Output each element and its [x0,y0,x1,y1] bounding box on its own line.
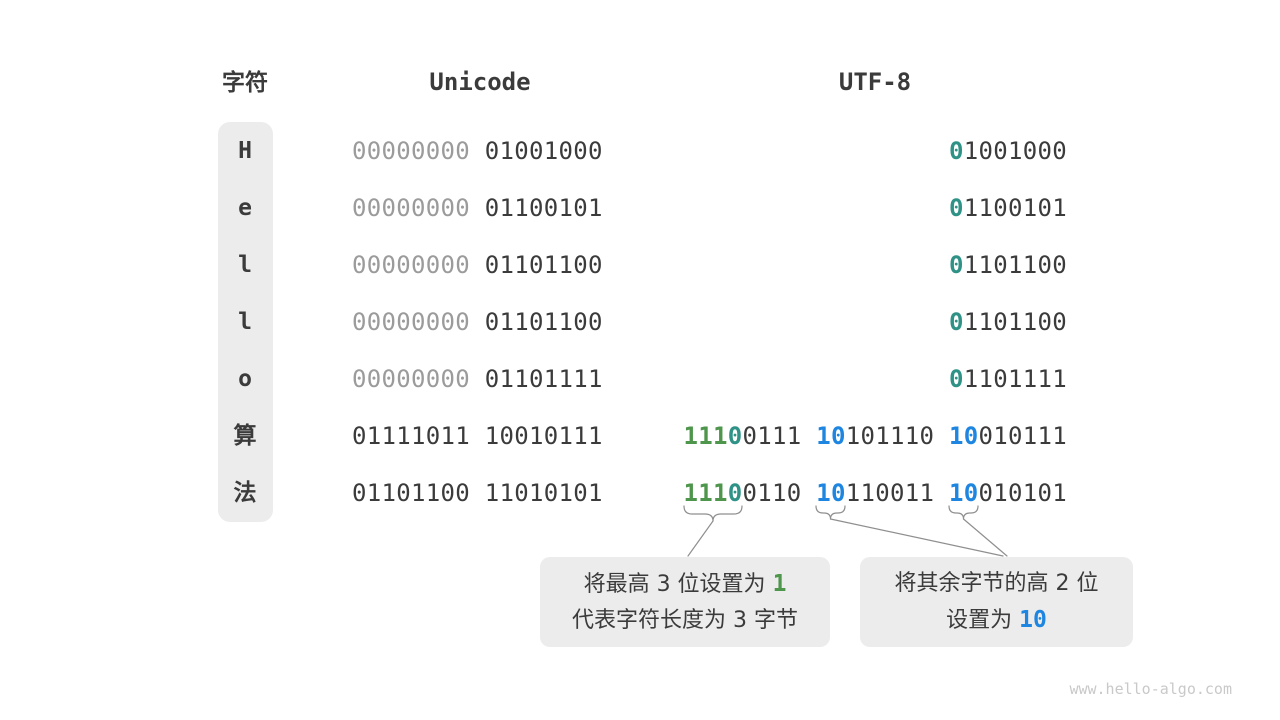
callout-highlight-bits: 1 [772,570,787,597]
column-header-utf8: UTF-8 [838,68,912,96]
bit-segment: 1101111 [963,365,1067,393]
callout-text: 设置为 [946,607,1020,633]
bit-segment: 1001000 [963,137,1067,165]
bit-segment: 00000000 [352,137,470,165]
underbrace-leading-bits [683,505,743,522]
bit-segment: 0 [727,479,743,507]
bit-segment: 1100101 [963,194,1067,222]
bit-segment: 01101111 [484,365,603,393]
character-cell: e [238,195,252,221]
bit-segment: 1101100 [963,308,1067,336]
bit-segment: 0 [949,251,964,279]
utf8-binary-cell: 11100111 10101110 10010111 [684,422,1068,450]
bit-segment: 01101100 [484,308,603,336]
bit-segment: 01111011 [352,422,470,450]
underbrace-continuation-bits-byte2 [815,505,846,520]
character-cell: o [238,366,252,392]
callout-text-line: 代表字符长度为 3 字节 [572,603,798,639]
unicode-binary-cell: 00000000 01101111 [352,365,603,393]
bit-segment: 00000000 [352,194,470,222]
bit-segment: 0110 [742,479,802,507]
bit-segment: 111 [683,422,728,450]
leader-line-continuation-byte3 [962,518,1008,557]
unicode-binary-cell: 00000000 01101100 [352,308,603,336]
character-cell: 算 [233,423,257,449]
bit-segment: 01100101 [484,194,603,222]
character-cell: 法 [233,480,257,506]
utf8-binary-cell: 01001000 [949,137,1067,165]
bit-segment: 010101 [978,479,1067,507]
watermark: www.hello-algo.com [1069,680,1232,698]
bit-segment: 11010101 [484,479,603,507]
utf8-binary-cell: 01101100 [949,251,1067,279]
callout-text-line: 将最高 3 位设置为 1 [584,566,787,603]
unicode-binary-cell: 00000000 01101100 [352,251,603,279]
bit-segment: 010111 [978,422,1067,450]
bit-segment: 0 [727,422,743,450]
unicode-binary-cell: 00000000 01100101 [352,194,603,222]
bit-segment: 0 [949,308,964,336]
character-cell: H [238,138,252,164]
bit-segment: 00000000 [352,365,470,393]
column-header-character: 字符 [222,70,268,96]
bit-segment: 0 [949,137,964,165]
bit-segment: 00000000 [352,308,470,336]
utf8-binary-cell: 01101100 [949,308,1067,336]
bit-segment: 0 [949,365,964,393]
bit-segment: 10 [949,479,979,507]
character-column-background [218,122,273,522]
bit-segment: 01101100 [484,251,603,279]
bit-segment: 0 [949,194,964,222]
bit-segment: 10 [949,422,979,450]
bit-segment: 101110 [845,422,935,450]
unicode-binary-cell: 01111011 10010111 [352,422,603,450]
bit-segment: 10 [816,422,846,450]
callout-text: 将最高 3 位设置为 [583,571,773,597]
callout-text-line: 将其余字节的高 2 位 [895,566,1099,602]
bit-segment: 0111 [742,422,802,450]
leader-line-continuation-byte2 [829,518,1004,557]
leader-line-leading-byte [687,520,714,557]
character-cell: l [238,252,252,278]
bit-segment: 111 [683,479,728,507]
unicode-binary-cell: 00000000 01001000 [352,137,603,165]
callout-text: 将其余字节的高 2 位 [894,570,1099,596]
utf8-binary-cell: 01100101 [949,194,1067,222]
column-header-unicode: Unicode [429,68,531,96]
bit-segment: 00000000 [352,251,470,279]
character-cell: l [238,309,252,335]
bit-segment: 1101100 [963,251,1067,279]
unicode-binary-cell: 01101100 11010101 [352,479,603,507]
bit-segment: 10 [816,479,846,507]
callout-leading-byte-rule: 将最高 3 位设置为 1 代表字符长度为 3 字节 [540,557,830,647]
underbrace-continuation-bits-byte3 [948,505,979,520]
callout-continuation-byte-rule: 将其余字节的高 2 位设置为 10 [860,557,1133,647]
utf8-binary-cell: 01101111 [949,365,1067,393]
callout-text: 代表字符长度为 3 字节 [572,607,798,633]
bit-segment: 01101100 [352,479,470,507]
bit-segment: 110011 [845,479,935,507]
bit-segment: 01001000 [484,137,603,165]
utf8-binary-cell: 11100110 10110011 10010101 [684,479,1068,507]
callout-highlight-bits: 10 [1019,606,1047,633]
bit-segment: 10010111 [484,422,603,450]
callout-text-line: 设置为 10 [946,602,1047,639]
